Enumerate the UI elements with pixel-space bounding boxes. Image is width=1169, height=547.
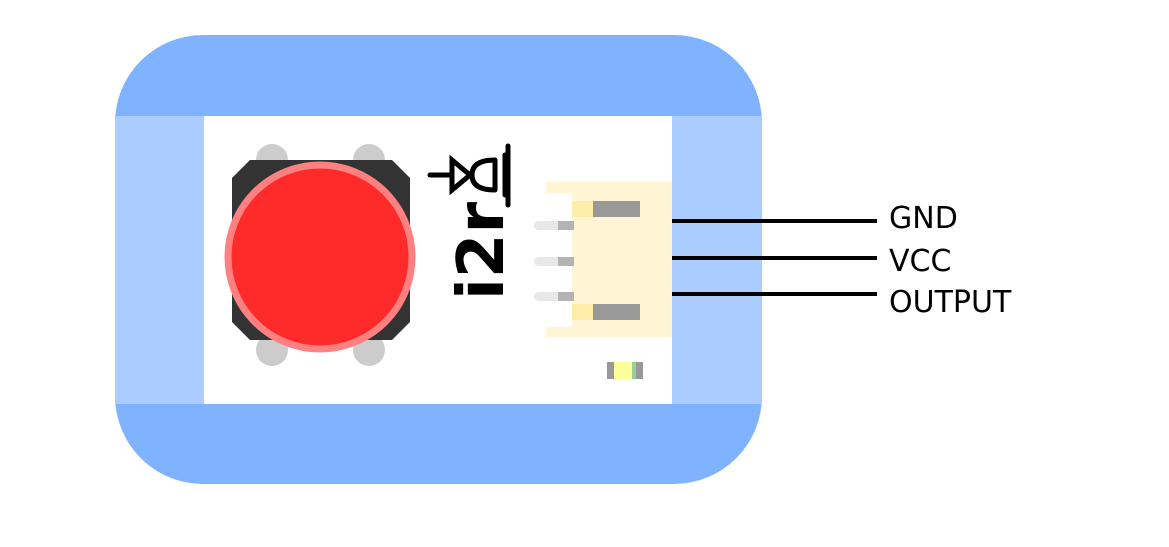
ground-symbol-icon — [427, 143, 511, 208]
pin-label-gnd: GND — [889, 201, 958, 236]
connector — [534, 182, 672, 337]
logo: i2r — [427, 143, 519, 300]
push-button — [224, 144, 416, 366]
logo-text: i2r — [445, 202, 519, 300]
connector-pins — [534, 221, 574, 301]
led-indicator — [607, 362, 643, 379]
pin-label-output: OUTPUT — [889, 285, 1012, 320]
pin-label-vcc: VCC — [889, 244, 951, 279]
pin-leads — [672, 219, 877, 296]
button-cap — [224, 161, 416, 353]
